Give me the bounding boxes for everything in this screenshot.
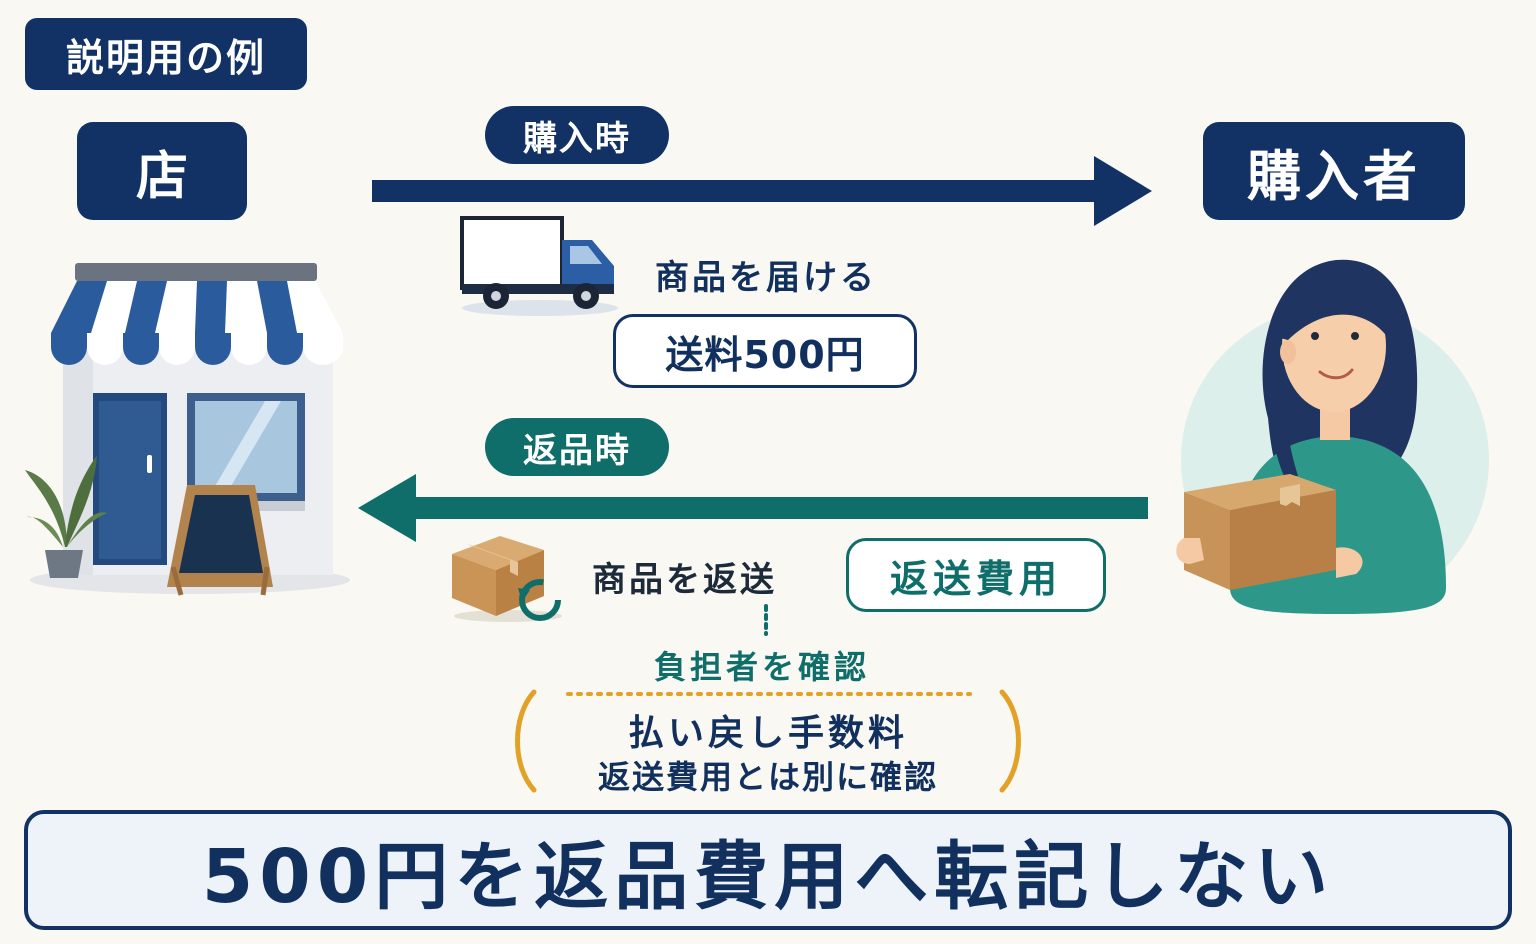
return-package-icon: [452, 536, 562, 622]
buyer-label-text: 購入者: [1247, 144, 1421, 208]
note-line-2: 返送費用とは別に確認: [597, 758, 938, 796]
shipping-fee-box: 送料500円: [613, 314, 917, 388]
buyer-label: 購入者: [1203, 122, 1465, 220]
bottom-banner-text: 500円を返品費用へ転記しない: [201, 833, 1335, 920]
store-label-text: 店: [135, 146, 188, 207]
dotted-connector: [764, 604, 768, 636]
return-arrow: [358, 474, 1148, 542]
purchase-action: 商品を届ける: [655, 258, 877, 298]
note-brackets: [515, 689, 1021, 793]
shipping-fee-text: 送料500円: [665, 332, 865, 377]
purchase-arrow: [372, 156, 1152, 226]
truck-icon: [460, 216, 618, 316]
example-tag: 説明用の例: [25, 18, 307, 90]
return-fee-box: 返送費用: [846, 538, 1106, 612]
confirm-bearer: 負担者を確認: [654, 648, 871, 686]
purchase-label: 購入時: [485, 106, 669, 164]
return-fee-text: 返送費用: [889, 556, 1062, 601]
return-action: 商品を返送: [592, 560, 777, 600]
return-label: 返品時: [485, 418, 669, 476]
example-tag-text: 説明用の例: [65, 35, 266, 80]
bottom-banner: 500円を返品費用へ転記しない: [24, 810, 1512, 930]
store-illustration: [25, 263, 350, 596]
store-label: 店: [77, 122, 247, 220]
note-line-1: 払い戻し手数料: [627, 713, 908, 754]
purchase-label-text: 購入時: [523, 118, 631, 159]
buyer-illustration: [1176, 259, 1489, 614]
return-label-text: 返品時: [523, 430, 631, 471]
